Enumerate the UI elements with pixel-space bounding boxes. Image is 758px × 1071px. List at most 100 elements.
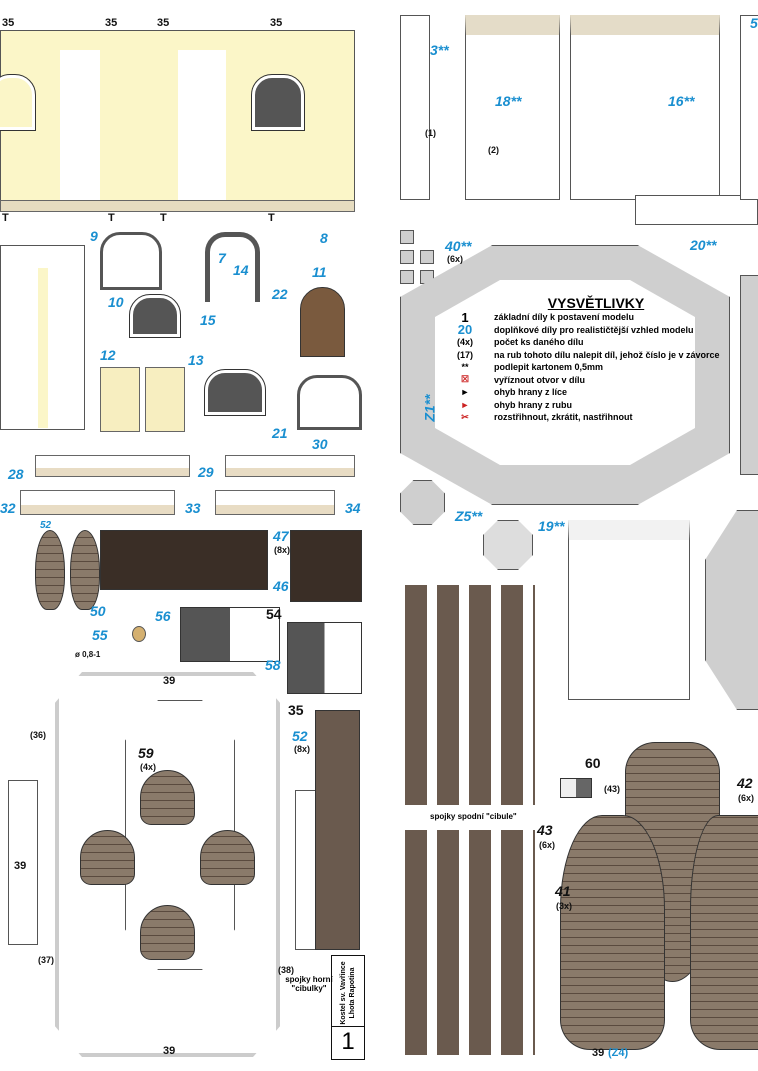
- part-label: 43: [537, 822, 553, 838]
- part-label: 15: [200, 312, 216, 328]
- dial-56: [132, 626, 146, 642]
- part-label: 34: [345, 500, 361, 516]
- panel-58: [180, 607, 280, 662]
- part-label: 18**: [495, 93, 522, 109]
- part-label: Z5**: [455, 508, 483, 524]
- octagon-right: [705, 510, 758, 710]
- tab-number: 35: [105, 17, 118, 29]
- fold-back-icon: ►: [460, 399, 470, 410]
- part-label: 42: [737, 775, 753, 791]
- title-text-area: Kostel sv. Vavřince Lhota Rapotina: [332, 956, 364, 1027]
- strip-33: [20, 490, 175, 515]
- quantity: (8x): [274, 545, 291, 555]
- octagon-right-top: [740, 275, 758, 475]
- part-label: 58: [265, 657, 281, 673]
- tab-number: (1): [425, 128, 436, 138]
- part-label: 7: [218, 250, 226, 266]
- quantity: (6x): [447, 254, 464, 264]
- part-16: [570, 15, 720, 200]
- tab-number: (Z4): [608, 1047, 629, 1059]
- onion-piece: [70, 530, 100, 610]
- legend-symbol: 1: [461, 309, 469, 325]
- tab-number: T: [108, 212, 115, 224]
- legend-text: doplňkové díly pro realističtější vzhled…: [494, 324, 694, 335]
- part-label: 20**: [690, 237, 717, 253]
- side-wall-strip: [38, 268, 48, 428]
- tab-number: T: [160, 212, 167, 224]
- part-60: [560, 778, 592, 798]
- quantity: (4x): [140, 762, 157, 772]
- part-label: 9: [90, 228, 98, 244]
- title-block: Kostel sv. Vavřince Lhota Rapotina 1: [331, 955, 365, 1060]
- church-name: Kostel sv. Vavřince: [340, 961, 347, 1025]
- legend-row: ** podlepit kartonem 0,5mm: [436, 361, 726, 374]
- window-10: [129, 294, 181, 338]
- quantity: (6x): [539, 840, 556, 850]
- octagon-inner: [435, 280, 695, 465]
- part-label: 21: [272, 425, 288, 441]
- title-text: Kostel sv. Vavřince Lhota Rapotina: [339, 955, 357, 1031]
- legend-row: ►ohyb hrany z rubu: [436, 399, 726, 412]
- part-40-square: [420, 250, 434, 264]
- lower-joints-strips: [405, 830, 535, 1055]
- place-name: Lhota Rapotina: [349, 967, 356, 1019]
- facade-pilaster: [178, 50, 226, 200]
- door-13: [145, 367, 185, 432]
- legend-row: ✂ rozstřihnout, zkrátit, nastřihnout: [436, 411, 726, 424]
- legend-text: podlepit kartonem 0,5mm: [494, 362, 604, 373]
- sheet-number: 1: [341, 1028, 355, 1055]
- window-21: [297, 375, 362, 430]
- tab-number: (43): [604, 784, 621, 794]
- part-40-square: [400, 230, 414, 244]
- onion-dome: [80, 830, 135, 885]
- legend-row: 20 doplňkové díly pro realističtější vzhl…: [436, 322, 726, 338]
- onion-dome: [140, 770, 195, 825]
- tab-number: T: [268, 212, 275, 224]
- part-label: 41: [555, 883, 571, 899]
- window-7: [205, 232, 260, 302]
- joint-strips: [315, 710, 360, 950]
- legend-text: počet ks daného dílu: [494, 337, 584, 348]
- legend-text: ohyb hrany z líce: [494, 387, 568, 398]
- window-lower: [204, 369, 266, 416]
- bottle-41: [690, 815, 758, 1050]
- tab-number: (36): [30, 730, 47, 740]
- quantity: (6x): [738, 793, 755, 803]
- part-label: 46: [273, 578, 289, 594]
- tab-number: 35: [270, 17, 283, 29]
- tab-number: 39: [14, 860, 27, 872]
- part-label: 47: [273, 528, 289, 544]
- legend-row: ► ohyb hrany z líce: [436, 386, 726, 399]
- arched-window: [0, 74, 36, 131]
- fold-front-icon: ►: [460, 387, 470, 398]
- part-label: 19**: [538, 518, 565, 534]
- scissors-icon: ✂: [461, 411, 469, 422]
- legend-text: rozstřihnout, zkrátit, nastřihnout: [494, 412, 633, 423]
- strip-30: [225, 455, 355, 477]
- part-label: 50: [90, 603, 106, 619]
- legend-row: ☒vyříznout otvor v dílu: [436, 374, 726, 387]
- arcade-47: [100, 530, 268, 590]
- part-label: 52: [292, 728, 308, 744]
- legend-text: na rub tohoto dílu nalepit díl, jehož čí…: [494, 349, 720, 360]
- legend-symbol: 20: [457, 322, 473, 338]
- door-12: [100, 367, 140, 432]
- diameter-note: ø 0,8-1: [75, 650, 101, 659]
- part-label: 40**: [445, 238, 472, 254]
- onion-dome: [200, 830, 255, 885]
- legend-symbol: **: [461, 362, 469, 373]
- part-label: 8: [320, 230, 328, 246]
- part-label: 13: [188, 352, 204, 368]
- tab-number: T: [2, 212, 9, 224]
- door-22: [300, 287, 345, 357]
- part-19: [568, 520, 690, 700]
- legend-symbol: (17): [456, 349, 473, 360]
- part-label: 54: [266, 606, 282, 622]
- arched-window: [251, 74, 305, 131]
- tab-number: 35: [157, 17, 170, 29]
- panel-54: [287, 622, 362, 694]
- octagon-piece: [483, 520, 533, 570]
- onion-dome: [140, 905, 195, 960]
- part-label: 11: [312, 264, 327, 280]
